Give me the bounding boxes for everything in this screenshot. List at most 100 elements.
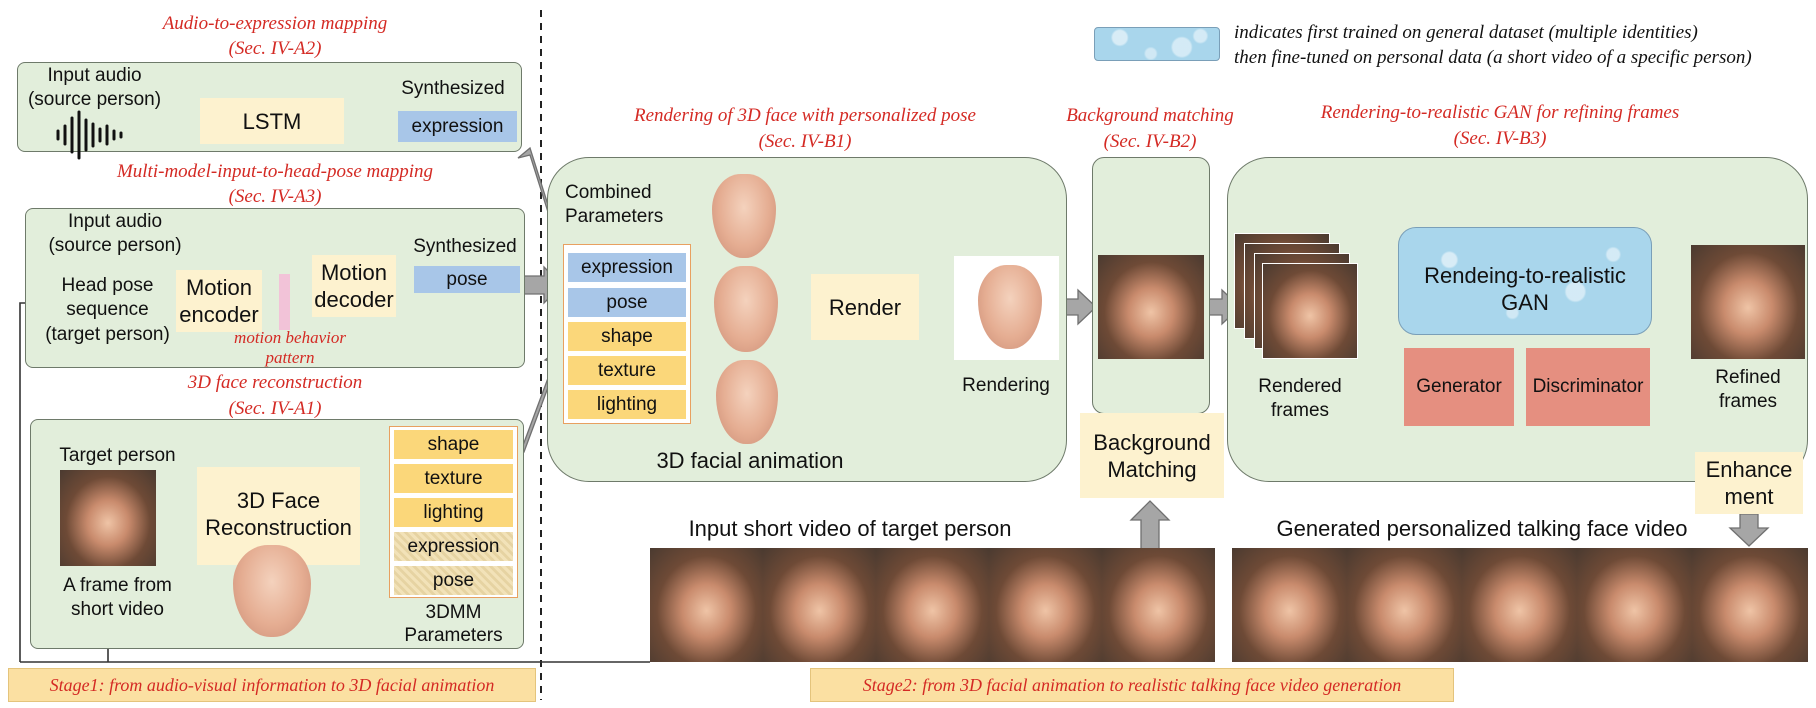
legend-swatch xyxy=(1094,27,1220,61)
rendered-line2: frames xyxy=(1270,400,1330,421)
bg-line1: Background xyxy=(1093,429,1211,455)
animation-caption: 3D facial animation xyxy=(656,448,844,473)
bg-line2: Matching xyxy=(1107,456,1197,482)
synthesized-expression: expression xyxy=(398,111,517,142)
animated-face-1 xyxy=(712,174,776,258)
a3-title: Multi-model-input-to-head-pose mapping xyxy=(116,161,434,182)
refined-frame-photo xyxy=(1691,245,1805,359)
b1-sec: (Sec. IV-B1) xyxy=(758,131,852,152)
output-video-frame-2 xyxy=(1347,548,1462,662)
input-video-frame-1 xyxy=(650,548,763,662)
rendered-frame-4 xyxy=(1262,263,1358,359)
output-video-frame-3 xyxy=(1462,548,1577,662)
input-video-frame-5 xyxy=(1102,548,1215,662)
rendering-label: Rendering xyxy=(962,375,1050,396)
audio-input-line1: Input audio xyxy=(47,65,142,86)
hp-seq-line2: sequence xyxy=(66,299,149,320)
input-video-label: Input short video of target person xyxy=(688,516,1012,541)
3dmm-shape: shape xyxy=(394,430,513,459)
synthesized-pose: pose xyxy=(414,266,520,293)
hp-audio-line2: (source person) xyxy=(48,235,182,256)
3dmm-expression: expression xyxy=(394,532,513,561)
target-person-label: Target person xyxy=(59,445,176,466)
legend-line2: then fine-tuned on personal data (a shor… xyxy=(1234,47,1752,68)
input-video-frame-4 xyxy=(989,548,1102,662)
combined-line2: Parameters xyxy=(565,206,664,227)
motion-encoder-line1: Motion xyxy=(185,275,253,300)
refined-line2: frames xyxy=(1718,391,1778,412)
hp-audio-line1: Input audio xyxy=(67,211,163,232)
behavior-line1: motion behavior xyxy=(234,328,346,347)
recon-line1: 3D Face xyxy=(236,488,321,513)
3dmm-label-line2: Parameters xyxy=(404,625,503,646)
output-video-frame-4 xyxy=(1577,548,1692,662)
3dmm-texture: texture xyxy=(394,464,513,493)
output-video-frame-1 xyxy=(1232,548,1347,662)
motion-decoder-line2: decoder xyxy=(314,287,394,312)
3dmm-lighting: lighting xyxy=(394,498,513,527)
lstm-box: LSTM xyxy=(200,98,344,144)
combined-line1: Combined xyxy=(565,182,652,203)
b2-sec: (Sec. IV-B2) xyxy=(1103,131,1197,152)
rendered-line1: Rendered xyxy=(1258,376,1342,397)
motion-decoder-line1: Motion xyxy=(320,260,388,285)
a2-sec: (Sec. IV-A2) xyxy=(228,38,322,59)
gan-line1: Rendeing-to-realistic xyxy=(1424,263,1626,288)
3dmm-label-line1: 3DMM xyxy=(425,602,482,623)
matched-frame-photo xyxy=(1098,255,1204,359)
refined-line1: Refined xyxy=(1715,367,1781,388)
synthesized-pose-label: Synthesized xyxy=(413,236,517,257)
output-video-label: Generated personalized talking face vide… xyxy=(1276,516,1688,541)
render-box: Render xyxy=(811,274,919,340)
gan-box: Rendeing-to-realistic GAN xyxy=(1398,227,1652,335)
arrow-enhance-output xyxy=(1728,513,1770,547)
audio-input-line2: (source person) xyxy=(27,89,162,110)
a2-title: Audio-to-expression mapping xyxy=(162,13,388,34)
motion-encoder-line2: encoder xyxy=(179,302,259,327)
input-video-frame-2 xyxy=(763,548,876,662)
motion-decoder-box: Motion decoder xyxy=(312,255,396,317)
reconstructed-face xyxy=(233,545,311,637)
recon-line2: Reconstruction xyxy=(205,515,352,540)
frame-line1: A frame from xyxy=(63,575,172,596)
background-matching-box: Background Matching xyxy=(1080,413,1224,498)
a1-sec: (Sec. IV-A1) xyxy=(228,398,322,419)
input-video-frame-3 xyxy=(876,548,989,662)
legend-line1: indicates first trained on general datas… xyxy=(1234,22,1698,43)
b3-sec: (Sec. IV-B3) xyxy=(1453,128,1547,149)
b1-title: Rendering of 3D face with personalized p… xyxy=(634,105,976,126)
discriminator-box: Discriminator xyxy=(1526,348,1650,426)
combined-shape: shape xyxy=(568,322,686,351)
output-video-frame-5 xyxy=(1692,548,1808,662)
enhancement-box: Enhance ment xyxy=(1695,452,1803,514)
animated-face-2 xyxy=(714,266,778,352)
gan-line2: GAN xyxy=(1501,290,1549,315)
hp-seq-line1: Head pose xyxy=(61,275,154,296)
stage1-bar: Stage1: from audio-visual information to… xyxy=(8,668,536,702)
motion-pattern-vector xyxy=(279,274,290,330)
enhance-line1: Enhance xyxy=(1705,457,1793,482)
a3-sec: (Sec. IV-A3) xyxy=(228,186,322,207)
behavior-line2: pattern xyxy=(265,348,315,367)
combined-lighting: lighting xyxy=(568,390,686,419)
combined-texture: texture xyxy=(568,356,686,385)
animated-face-3 xyxy=(716,360,778,444)
hp-seq-line3: (target person) xyxy=(45,324,170,345)
combined-pose: pose xyxy=(568,288,686,317)
frame-line2: short video xyxy=(71,599,164,620)
3dmm-pose: pose xyxy=(394,566,513,595)
rendering-face xyxy=(978,265,1042,349)
synthesized-expression-label: Synthesized xyxy=(401,78,505,99)
b3-title: Rendering-to-realistic GAN for refining … xyxy=(1320,102,1680,123)
a1-title: 3D face reconstruction xyxy=(187,372,363,393)
b2-title: Background matching xyxy=(1066,105,1234,126)
combined-expression: expression xyxy=(568,253,686,282)
motion-encoder-box: Motion encoder xyxy=(176,270,262,332)
enhance-line2: ment xyxy=(1724,484,1774,509)
arrow-video-bg xyxy=(1129,500,1171,551)
generator-box: Generator xyxy=(1404,348,1514,426)
stage2-bar: Stage2: from 3D facial animation to real… xyxy=(810,668,1454,702)
target-frame-photo xyxy=(60,470,156,566)
